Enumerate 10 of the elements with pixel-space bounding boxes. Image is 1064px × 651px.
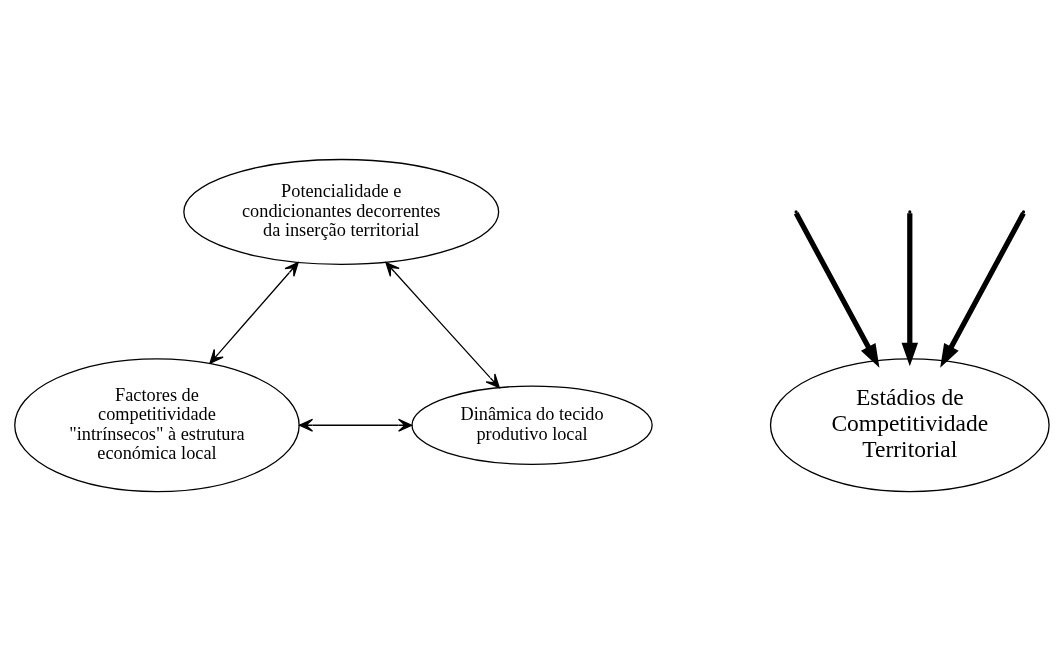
node-ellipse: Dinâmica do tecido produtivo local: [411, 385, 653, 465]
arrow: [940, 212, 1026, 368]
node-ellipse: Estádios de Competitividade Territorial: [769, 358, 1050, 493]
node-ellipse: Factores de competitividade "intrínsecos" à estrutura económica local: [14, 358, 300, 493]
arrow: [793, 212, 880, 368]
arrow: [298, 418, 413, 432]
node-ellipse: Potencialidade e condicionantes decorrentes da inserção territorial: [183, 158, 500, 265]
arrow: [385, 261, 500, 389]
arrow: [209, 261, 299, 364]
arrow: [901, 213, 919, 367]
